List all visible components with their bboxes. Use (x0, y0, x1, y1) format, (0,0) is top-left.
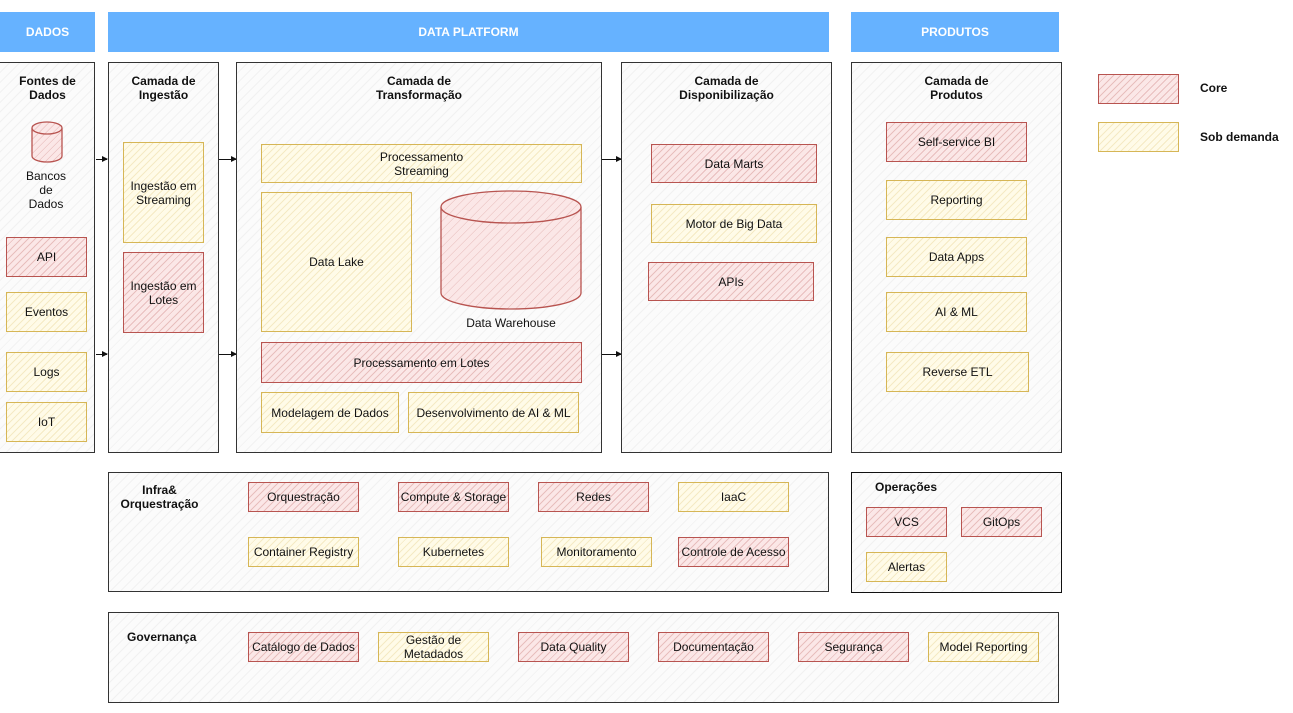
data-marts: Data Marts (651, 144, 817, 183)
desenvolvimento-ai-ml: Desenvolvimento de AI & ML (408, 392, 579, 433)
data-warehouse-label: Data Warehouse (466, 316, 556, 330)
gov-documentacao: Documentação (658, 632, 769, 662)
header-data-platform: DATA PLATFORM (108, 12, 829, 52)
self-service-bi: Self-service BI (886, 122, 1027, 162)
governanca-title: Governança (127, 630, 197, 644)
arrow-transformacao-disponibilizacao-bottom (602, 351, 622, 357)
infra-controle-acesso: Controle de Acesso (678, 537, 789, 567)
gov-model-reporting: Model Reporting (928, 632, 1039, 662)
infra-orquestracao: Orquestração (248, 482, 359, 512)
legend-core-label: Core (1200, 81, 1228, 95)
bancos-de-dados-label: Bancos de Dados (25, 169, 67, 211)
fontes-title: Fontes de Dados (19, 74, 76, 102)
gov-catalogo: Catálogo de Dados (248, 632, 359, 662)
infra-redes: Redes (538, 482, 649, 512)
processamento-lotes: Processamento em Lotes (261, 342, 582, 383)
source-logs: Logs (6, 352, 87, 392)
arrow-transformacao-disponibilizacao-top (602, 156, 622, 162)
produtos-title: Camada de Produtos (924, 74, 989, 102)
apis: APIs (648, 262, 814, 301)
reverse-etl: Reverse ETL (886, 352, 1029, 392)
modelagem-de-dados: Modelagem de Dados (261, 392, 399, 433)
infra-container-registry: Container Registry (248, 537, 359, 567)
header-produtos: PRODUTOS (851, 12, 1059, 52)
gov-seguranca: Segurança (798, 632, 909, 662)
source-api: API (6, 237, 87, 277)
processamento-streaming: Processamento Streaming (261, 144, 582, 183)
source-iot: IoT (6, 402, 87, 442)
ingestao-title: Camada de Ingestão (131, 74, 196, 102)
data-warehouse-icon (440, 190, 582, 310)
legend-demand-swatch (1098, 122, 1179, 152)
panel-disponibilizacao (621, 62, 832, 453)
ingestao-lotes: Ingestão em Lotes (123, 252, 204, 333)
op-alertas: Alertas (866, 552, 947, 582)
arrow-fontes-ingestao-bottom (96, 351, 108, 357)
infra-title: Infra& Orquestração (120, 483, 199, 511)
op-gitops: GitOps (961, 507, 1042, 537)
disponibilizacao-title: Camada de Disponibilização (679, 74, 774, 102)
transformacao-title: Camada de Transformação (375, 74, 463, 102)
arrow-ingestao-transformacao-bottom (219, 351, 237, 357)
arrow-ingestao-transformacao-top (219, 156, 237, 162)
infra-monitoramento: Monitoramento (541, 537, 652, 567)
legend-demand-label: Sob demanda (1200, 130, 1279, 144)
database-icon (31, 121, 63, 163)
source-eventos: Eventos (6, 292, 87, 332)
arrow-fontes-ingestao-top (96, 156, 108, 162)
operacoes-title: Operações (875, 480, 938, 494)
gov-metadados: Gestão de Metadados (378, 632, 489, 662)
reporting: Reporting (886, 180, 1027, 220)
header-dados: DADOS (0, 12, 95, 52)
data-lake: Data Lake (261, 192, 412, 332)
op-vcs: VCS (866, 507, 947, 537)
legend-core-swatch (1098, 74, 1179, 104)
infra-compute-storage: Compute & Storage (398, 482, 509, 512)
ai-ml-product: AI & ML (886, 292, 1027, 332)
data-apps: Data Apps (886, 237, 1027, 277)
motor-big-data: Motor de Big Data (651, 204, 817, 243)
gov-data-quality: Data Quality (518, 632, 629, 662)
infra-kubernetes: Kubernetes (398, 537, 509, 567)
infra-iaac: IaaC (678, 482, 789, 512)
ingestao-streaming: Ingestão em Streaming (123, 142, 204, 243)
